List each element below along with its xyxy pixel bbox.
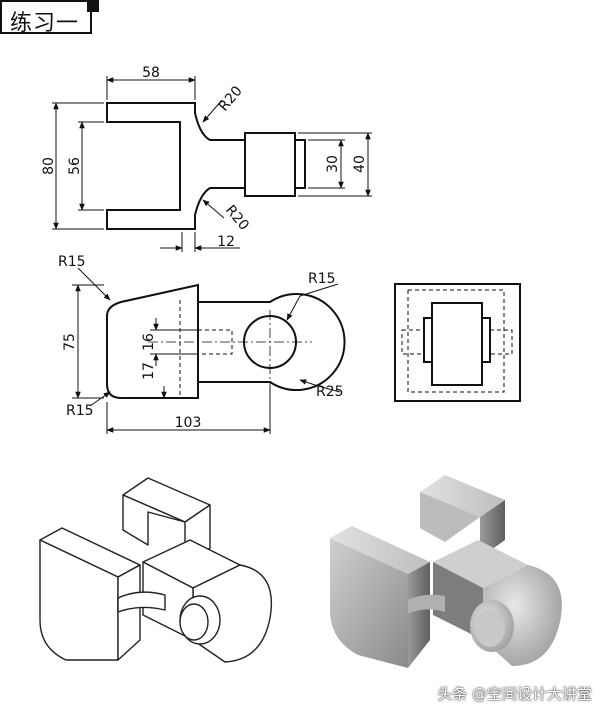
isometric-line-drawing xyxy=(39,477,272,663)
front-view-centerlines xyxy=(148,310,312,430)
title-corner-mark xyxy=(87,0,99,12)
dim-top-inner: 56 xyxy=(67,157,83,175)
dim-front-height: 75 xyxy=(62,333,78,351)
front-view-hidden xyxy=(179,300,233,398)
dim-front-d1: 16 xyxy=(141,333,157,351)
top-view-dimensions xyxy=(52,76,372,252)
top-view xyxy=(106,102,306,230)
top-view-labels: 58 R20 R20 80 56 30 40 12 xyxy=(41,65,368,250)
top-view-u-bracket xyxy=(106,102,306,230)
exercise-title: 练习一 xyxy=(10,11,80,36)
dim-front-r-bottom-left: R15 xyxy=(66,403,94,419)
dim-top-offset: 12 xyxy=(217,234,235,250)
dim-top-r-lower: R20 xyxy=(222,202,252,233)
side-view-boss xyxy=(431,302,483,386)
side-view-outline xyxy=(394,283,521,402)
dim-top-height: 80 xyxy=(41,157,57,175)
dim-front-r-hole: R15 xyxy=(308,271,336,287)
side-view-hidden xyxy=(401,289,513,393)
isometric-shaded-render xyxy=(330,475,562,668)
dim-front-r-outer: R25 xyxy=(316,384,344,400)
dim-top-boss: 40 xyxy=(352,155,368,173)
dim-top-width: 58 xyxy=(142,65,160,81)
front-view-body xyxy=(106,283,199,399)
side-view xyxy=(394,283,521,402)
dim-front-r-top-left: R15 xyxy=(58,254,86,270)
dim-front-width: 103 xyxy=(175,415,202,431)
dim-front-d2: 17 xyxy=(141,362,157,380)
exercise-title-box: 练习一 xyxy=(0,0,92,36)
front-view-labels: R15 R15 R15 R25 75 16 17 103 xyxy=(58,254,344,431)
watermark-text: 头条 @空间设计大讲堂 xyxy=(437,685,592,703)
front-view-dimensions xyxy=(72,267,341,434)
front-view-arm xyxy=(198,293,346,391)
dim-top-r-upper: R20 xyxy=(216,83,246,114)
dim-top-small: 30 xyxy=(325,155,341,173)
